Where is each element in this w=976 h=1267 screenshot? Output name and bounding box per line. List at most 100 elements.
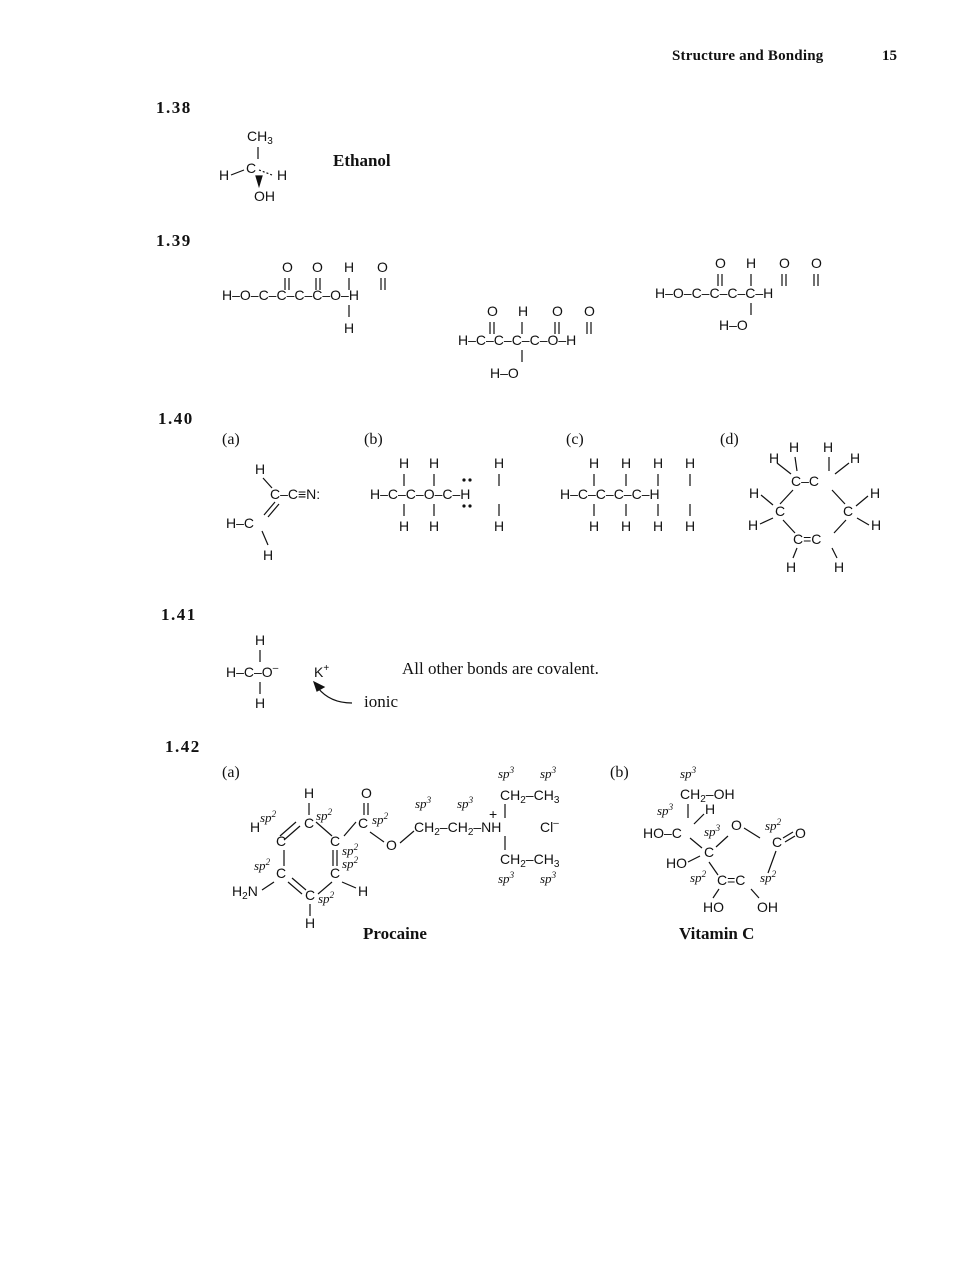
svg-text:C: C	[358, 815, 368, 831]
svg-text:C: C	[843, 503, 853, 519]
ethanol-structure: CH3 H C H OH	[219, 128, 287, 204]
part-c-label-1-40: (c)	[566, 431, 584, 448]
svg-text:C: C	[330, 833, 340, 849]
svg-text:O: O	[282, 259, 293, 275]
svg-text:sp3: sp3	[704, 823, 721, 839]
svg-text:sp2: sp2	[318, 890, 335, 906]
svg-text:H: H	[705, 801, 715, 817]
structure-1-39-left: H–O–C–C–C–C–O–H O O H O H	[222, 259, 388, 336]
part-a-label-1-42: (a)	[222, 764, 240, 781]
svg-text:H: H	[589, 518, 599, 534]
svg-text:H: H	[621, 518, 631, 534]
svg-text:O: O	[584, 303, 595, 319]
svg-text:HO–C: HO–C	[643, 825, 682, 841]
vitamin-c-label: Vitamin C	[679, 924, 755, 943]
svg-text:sp3: sp3	[457, 795, 474, 811]
structure-1-39-right: H–O–C–C–C–C–H O H O O H–O	[655, 255, 822, 333]
svg-text:OH: OH	[757, 899, 778, 915]
problem-number-1-42: 1.42	[165, 737, 201, 756]
svg-text:H: H	[494, 455, 504, 471]
svg-text:O: O	[795, 825, 806, 841]
svg-text:H: H	[399, 518, 409, 534]
svg-text:C: C	[775, 503, 785, 519]
page-number: 15	[882, 48, 897, 64]
svg-text:C: C	[304, 815, 314, 831]
svg-text:sp2: sp2	[254, 857, 271, 873]
svg-text:O: O	[377, 259, 388, 275]
svg-text:Cl–: Cl–	[540, 818, 559, 835]
svg-text:H: H	[769, 450, 779, 466]
svg-text:H: H	[277, 167, 287, 183]
svg-text:C–C≡N:: C–C≡N:	[270, 486, 320, 502]
svg-text:H: H	[589, 455, 599, 471]
svg-text:sp3: sp3	[498, 765, 515, 781]
svg-text:sp3: sp3	[657, 802, 674, 818]
svg-text:H: H	[823, 439, 833, 455]
problem-number-1-41: 1.41	[161, 605, 197, 624]
part-d-label-1-40: (d)	[720, 431, 739, 448]
procaine-label: Procaine	[363, 924, 427, 943]
svg-text:C=C: C=C	[793, 531, 821, 547]
svg-text:H: H	[653, 455, 663, 471]
svg-text:sp3: sp3	[415, 795, 432, 811]
svg-text:sp2: sp2	[760, 869, 777, 885]
svg-text:O: O	[715, 255, 726, 271]
svg-text:O: O	[312, 259, 323, 275]
svg-text:H: H	[358, 883, 368, 899]
svg-text:H–O–C–C–C–C–H: H–O–C–C–C–C–H	[655, 285, 773, 301]
svg-text:H: H	[305, 915, 315, 931]
svg-text:H: H	[789, 439, 799, 455]
svg-text:sp3: sp3	[540, 870, 557, 886]
svg-text:sp2: sp2	[372, 811, 389, 827]
svg-text:C: C	[704, 844, 714, 860]
ionic-label: ionic	[364, 692, 398, 711]
svg-text:H: H	[344, 259, 354, 275]
svg-text:sp3: sp3	[540, 765, 557, 781]
svg-text:+: +	[489, 806, 497, 822]
svg-text:H: H	[255, 632, 265, 648]
svg-text:H: H	[786, 559, 796, 575]
svg-text:C: C	[305, 887, 315, 903]
svg-text:OH: OH	[254, 188, 275, 204]
part-b-label-1-40: (b)	[364, 431, 383, 448]
svg-text:O: O	[811, 255, 822, 271]
svg-text:H: H	[685, 455, 695, 471]
svg-text:sp3: sp3	[680, 765, 697, 781]
svg-text:HO: HO	[703, 899, 724, 915]
svg-text:O: O	[487, 303, 498, 319]
svg-text:sp2: sp2	[342, 855, 359, 871]
svg-text:H–O: H–O	[719, 317, 748, 333]
svg-text:H–C–O–: H–C–O–	[226, 663, 279, 680]
svg-text:H: H	[429, 455, 439, 471]
svg-text:H: H	[344, 320, 354, 336]
svg-text:H: H	[304, 785, 314, 801]
svg-text:sp2: sp2	[260, 809, 277, 825]
problem-number-1-39: 1.39	[156, 231, 192, 250]
svg-text:sp2: sp2	[316, 807, 333, 823]
svg-text:K+: K+	[314, 663, 329, 680]
structure-1-40-c: H–C–C–C–C–H H H H H H H H H	[560, 455, 695, 534]
svg-text:sp2: sp2	[690, 869, 707, 885]
svg-text:H: H	[255, 461, 265, 477]
svg-text:H: H	[834, 559, 844, 575]
svg-text:O: O	[731, 817, 742, 833]
svg-text:sp3: sp3	[498, 870, 515, 886]
svg-text:H: H	[494, 518, 504, 534]
svg-text:H: H	[518, 303, 528, 319]
svg-text:H2N: H2N	[232, 883, 258, 902]
svg-text:C: C	[276, 833, 286, 849]
svg-text:O: O	[361, 785, 372, 801]
ethanol-label: Ethanol	[333, 151, 391, 170]
svg-text:H: H	[685, 518, 695, 534]
svg-text:H–O: H–O	[490, 365, 519, 381]
svg-text:sp2: sp2	[765, 817, 782, 833]
svg-text:H–C: H–C	[226, 515, 254, 531]
svg-text:H: H	[850, 450, 860, 466]
covalent-note: All other bonds are covalent.	[402, 659, 599, 678]
svg-text:H: H	[749, 485, 759, 501]
svg-text:H: H	[746, 255, 756, 271]
svg-text:HO: HO	[666, 855, 687, 871]
